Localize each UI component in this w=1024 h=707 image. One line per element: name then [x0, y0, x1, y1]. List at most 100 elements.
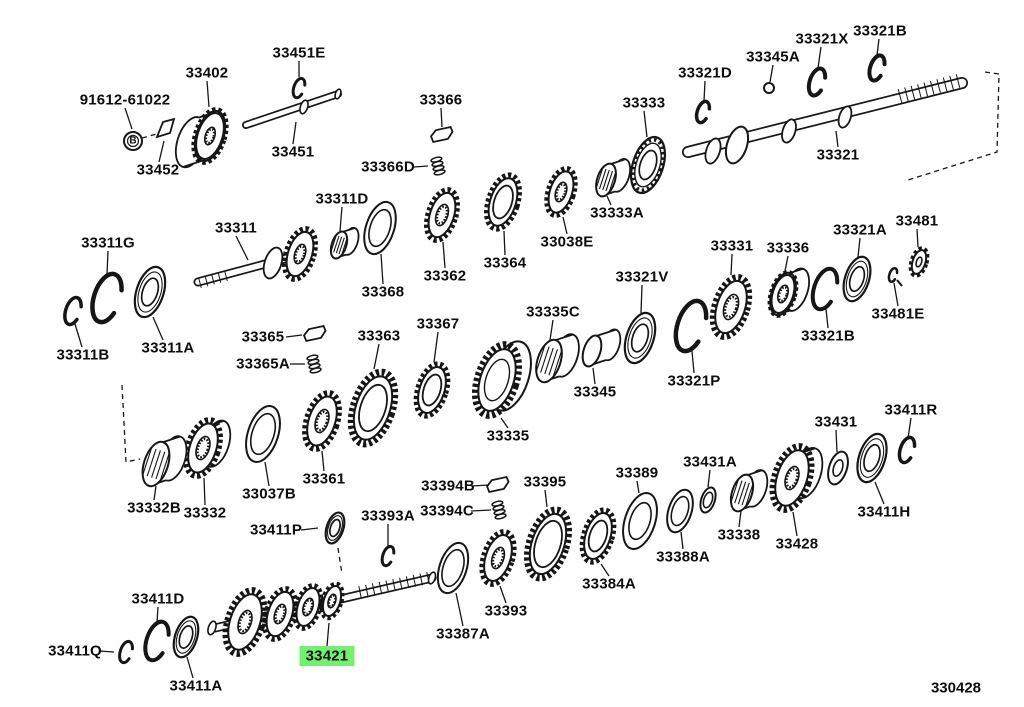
part-label-33428[interactable]: 33428: [776, 536, 819, 553]
part-label-33321B[interactable]: 33321B: [853, 23, 907, 40]
part-label-33411R[interactable]: 33411R: [885, 402, 938, 419]
leader-line: [562, 216, 568, 235]
part-label-33038E[interactable]: 33038E: [541, 234, 594, 251]
part-label-33311[interactable]: 33311: [215, 220, 257, 237]
part-label-33368[interactable]: 33368: [362, 284, 405, 301]
part-label-33389[interactable]: 33389: [616, 465, 659, 482]
part-label-33384A[interactable]: 33384A: [582, 576, 636, 593]
part-label-91612-61022[interactable]: 91612-61022: [80, 92, 171, 109]
leader-line: [691, 350, 695, 374]
leader-line: [640, 284, 643, 314]
part-label-33332B[interactable]: 33332B: [127, 500, 181, 517]
part-label-33393A[interactable]: 33393A: [361, 508, 415, 525]
part-label-33338[interactable]: 33338: [718, 527, 761, 544]
part-label-33394B[interactable]: 33394B: [421, 478, 475, 495]
leader-line: [300, 527, 319, 531]
part-label-33332[interactable]: 33332: [184, 505, 227, 522]
part-label-33321[interactable]: 33321: [817, 147, 860, 164]
parts-layer: [63, 53, 1000, 665]
leader-line: [186, 656, 194, 679]
part-label-33363[interactable]: 33363: [358, 328, 401, 345]
part-label-33321D[interactable]: 33321D: [678, 65, 732, 82]
part-label-33321A[interactable]: 33321A: [833, 222, 887, 239]
leader-line: [156, 606, 159, 623]
leader-line: [544, 489, 548, 508]
leader-line: [74, 323, 83, 348]
part-label-33331[interactable]: 33331: [711, 238, 754, 255]
part-label-33336[interactable]: 33336: [767, 240, 810, 257]
part-label-33481[interactable]: 33481: [896, 213, 939, 230]
part-label-33366[interactable]: 33366: [420, 92, 463, 109]
leader-line: [503, 230, 506, 256]
part-label-33333A[interactable]: 33333A: [590, 205, 644, 222]
part-label-33388A[interactable]: 33388A: [656, 549, 710, 566]
leader-line: [98, 650, 115, 653]
part-label-33311G[interactable]: 33311G: [81, 235, 135, 252]
part-label-33311A[interactable]: 33311A: [142, 340, 195, 357]
part-label-33365A[interactable]: 33365A: [236, 356, 290, 373]
part-label-33362[interactable]: 33362: [424, 268, 467, 285]
leader-line: [606, 195, 612, 206]
leader-line: [907, 417, 912, 439]
leader-line: [835, 429, 838, 453]
leader-line: [499, 585, 507, 604]
diagram-code: 330428: [931, 680, 981, 697]
leader-line: [203, 477, 206, 506]
part-label-33411H[interactable]: 33411H: [858, 504, 911, 521]
leader-line: [738, 510, 742, 528]
leader-line: [549, 319, 554, 341]
part-label-33481E[interactable]: 33481E: [872, 306, 925, 323]
leader-line: [442, 241, 446, 269]
leader-line: [413, 165, 429, 168]
part-label-33361[interactable]: 33361: [303, 471, 346, 488]
leader-line: [264, 461, 270, 487]
part-label-33452[interactable]: 33452: [137, 162, 180, 179]
part-label-33411A[interactable]: 33411A: [170, 678, 223, 695]
part-label-33365[interactable]: 33365: [242, 329, 285, 346]
leader-line: [703, 80, 706, 102]
part-label-33393[interactable]: 33393: [485, 603, 528, 620]
part-label-33321B[interactable]: 33321B: [801, 328, 855, 345]
part-label-33333[interactable]: 33333: [623, 95, 666, 112]
leader-line: [455, 592, 464, 627]
part-label-33402[interactable]: 33402: [186, 65, 229, 82]
part-label-33421[interactable]: 33421: [306, 648, 349, 665]
part-label-33411Q[interactable]: 33411Q: [48, 643, 102, 660]
leader-lines-layer: [74, 38, 919, 679]
leader-line: [636, 480, 640, 494]
part-label-33387A[interactable]: 33387A: [436, 626, 490, 643]
part-label-33335C[interactable]: 33335C: [526, 304, 580, 321]
part-label-33395[interactable]: 33395: [524, 474, 567, 491]
part-label-33451E[interactable]: 33451E: [273, 45, 326, 62]
part-label-33321X[interactable]: 33321X: [796, 31, 849, 48]
leader-line: [235, 235, 249, 261]
leader-line: [292, 121, 297, 145]
part-label-33321V[interactable]: 33321V: [616, 269, 669, 286]
part-label-33335[interactable]: 33335: [487, 428, 530, 445]
part-label-33367[interactable]: 33367: [417, 316, 460, 333]
part-label-33366D[interactable]: 33366D: [361, 159, 415, 176]
part-label-33431[interactable]: 33431: [815, 414, 858, 431]
leader-line: [339, 206, 343, 232]
part-label-33345A[interactable]: 33345A: [746, 49, 800, 66]
leader-line: [470, 509, 492, 512]
leader-line: [769, 64, 774, 83]
leader-line: [825, 308, 829, 329]
part-label-33411P[interactable]: 33411P: [250, 522, 302, 539]
part-label-33364[interactable]: 33364: [484, 255, 527, 272]
part-label-33037B[interactable]: 33037B: [242, 486, 296, 503]
part-label-33321P[interactable]: 33321P: [668, 373, 721, 390]
leader-line: [433, 331, 439, 363]
part-label-33431A[interactable]: 33431A: [683, 454, 737, 471]
part-label-33451[interactable]: 33451: [272, 144, 315, 161]
part-label-33345[interactable]: 33345: [574, 384, 617, 401]
leader-line: [600, 563, 610, 577]
leader-line: [500, 417, 509, 429]
part-label-33311D[interactable]: 33311D: [316, 191, 369, 208]
part-label-33394C[interactable]: 33394C: [420, 503, 474, 520]
part-label-33411D[interactable]: 33411D: [132, 591, 185, 608]
leader-line: [876, 38, 880, 56]
part-label-33311B[interactable]: 33311B: [57, 347, 110, 364]
leader-line: [326, 622, 330, 647]
